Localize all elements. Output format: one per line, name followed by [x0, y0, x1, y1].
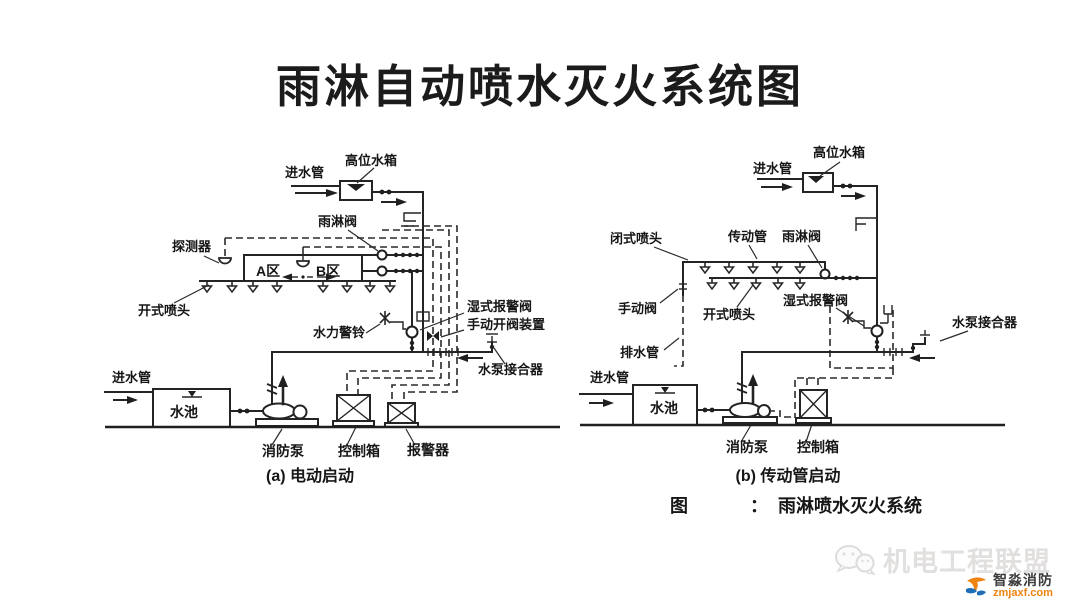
deluge-valves-a-icon	[347, 229, 424, 277]
label-wet-alarm-valve-a: 湿式报警阀	[467, 299, 532, 314]
control-box-a-icon	[332, 394, 375, 446]
figure-caption-title: 雨淋喷水灭火系统	[778, 495, 922, 516]
label-closed-sprinkler-b: 闭式喷头	[610, 231, 662, 246]
high-tank-a-icon	[291, 167, 375, 201]
label-zone-a: A区	[256, 263, 280, 279]
high-tank-b-icon	[757, 161, 841, 193]
alarm-box-a-icon	[384, 402, 419, 446]
diagram-b: 进水管 高位水箱	[579, 145, 1018, 485]
label-fire-pump-b: 消防泵	[726, 439, 768, 455]
label-control-box-a: 控制箱	[338, 443, 380, 459]
label-wet-alarm-valve-b: 湿式报警阀	[783, 293, 848, 308]
pool-b-icon	[579, 384, 698, 426]
figure-caption-separator: ：	[750, 496, 768, 516]
label-open-sprinkler-a: 开式喷头	[138, 303, 190, 318]
caption-a: (a) 电动启动	[266, 466, 354, 485]
drain-pipe-b	[663, 295, 684, 367]
brand-name: 智淼消防	[993, 572, 1053, 588]
caption-b: (b) 传动管启动	[736, 466, 841, 485]
wet-alarm-valve-b-icon	[829, 305, 894, 369]
label-inlet-bottom-a: 进水管	[112, 370, 151, 385]
pool-a-icon	[104, 388, 231, 428]
label-control-box-b: 控制箱	[797, 439, 839, 455]
transmission-pipe-b	[653, 244, 831, 304]
label-detector-a: 探测器	[172, 239, 212, 254]
label-manual-open-device-a: 手动开阀装置	[467, 317, 545, 332]
label-fire-pump-a: 消防泵	[262, 443, 304, 459]
wechat-icon	[835, 544, 877, 575]
label-drain-pipe-b: 排水管	[620, 345, 659, 360]
control-box-b-icon	[795, 389, 832, 443]
diagram-a: 进水管 高位水箱	[104, 153, 560, 485]
detector-icons-a	[203, 238, 310, 268]
figure-caption-prefix: 图	[670, 496, 688, 516]
label-inlet-bottom-b: 进水管	[590, 370, 629, 385]
label-hydraulic-bell-a: 水力警铃	[313, 325, 365, 340]
brand-domain: zmjaxf.com	[993, 586, 1053, 599]
label-manual-valve-b: 手动阀	[618, 301, 657, 316]
label-deluge-valve-a: 雨淋阀	[318, 214, 357, 229]
pump-coupler-a-icon	[486, 333, 506, 365]
label-transmission-pipe-b: 传动管	[727, 229, 767, 244]
label-open-sprinkler-b: 开式喷头	[703, 307, 755, 322]
open-sprinkler-branch-a	[173, 273, 396, 304]
main-pipe-a	[271, 348, 493, 362]
wet-alarm-valve-a-icon	[365, 270, 465, 353]
label-deluge-valve-b: 雨淋阀	[782, 229, 821, 244]
watermark: 机电工程联盟	[833, 540, 1051, 579]
label-alarm-a: 报警器	[407, 442, 450, 458]
label-zone-b: B区	[316, 263, 340, 279]
brand-logo: 智淼消防 zmjaxf.com	[963, 573, 1053, 599]
watermark-text: 机电工程联盟	[883, 547, 1051, 577]
control-wiring-a	[225, 225, 458, 403]
label-high-tank-b: 高位水箱	[813, 145, 865, 160]
pump-coupler-b-icon	[910, 330, 969, 353]
figure-caption: 图 ： 雨淋喷水灭火系统	[670, 495, 922, 516]
supply-pipe-b	[832, 183, 878, 353]
label-pump-coupler-b: 水泵接合器	[952, 315, 1018, 330]
main-pipe-b	[741, 348, 935, 362]
fire-pump-b-icon	[696, 351, 778, 443]
label-inlet-top-a: 进水管	[285, 165, 324, 180]
fire-pump-a-icon	[229, 351, 319, 446]
label-pump-coupler-a: 水泵接合器	[478, 362, 544, 377]
label-pool-a: 水池	[170, 404, 198, 420]
label-inlet-top-b: 进水管	[753, 161, 792, 176]
zhimiao-logo-icon	[963, 573, 989, 599]
label-high-tank-a: 高位水箱	[345, 153, 397, 168]
page-title: 雨淋自动喷水灭火系统图	[275, 61, 804, 112]
label-pool-b: 水池	[650, 400, 678, 416]
open-sprinkler-branch-b	[706, 275, 878, 308]
